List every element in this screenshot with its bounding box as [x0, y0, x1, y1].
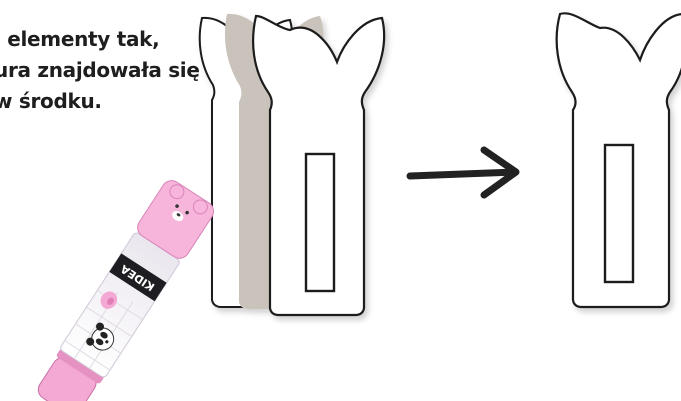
bunny-template-result [557, 13, 681, 307]
glue-stick: KIDEA [30, 177, 217, 401]
bunny-template-stack [200, 14, 384, 315]
bunny-template-icon [253, 16, 384, 315]
bunny-template-icon [557, 13, 681, 307]
right-arrow-icon [410, 150, 516, 195]
